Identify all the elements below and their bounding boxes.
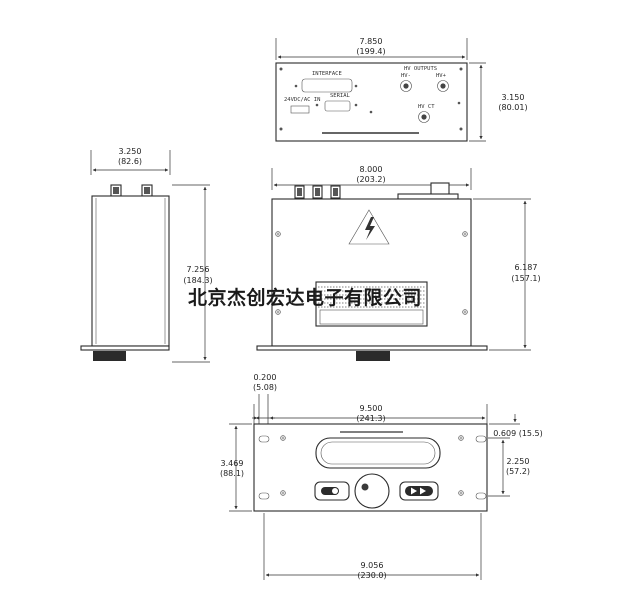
mounting-slot bbox=[475, 435, 487, 443]
knob-indicator bbox=[361, 483, 369, 491]
mounting-slot bbox=[475, 492, 487, 500]
side-body bbox=[91, 195, 170, 347]
top-height-mm: (80.01) bbox=[498, 103, 527, 112]
chevron-right-icon bbox=[420, 487, 426, 495]
screw-dot bbox=[354, 84, 358, 88]
interface-label: INTERFACE bbox=[312, 71, 342, 77]
side-base-plate bbox=[80, 345, 170, 351]
side-height-in: 7.256 bbox=[187, 265, 210, 274]
screw-dot bbox=[294, 84, 298, 88]
chevron-right-icon bbox=[411, 487, 417, 495]
top-view: 7.850 (199.4) INTERFACE HV OUTPUTS HV- H… bbox=[275, 37, 528, 142]
front-height-mm: (157.1) bbox=[511, 274, 540, 283]
hv-ct-label: HV CT bbox=[418, 104, 435, 110]
hv-plus-connector-icon bbox=[440, 83, 446, 89]
edge-offset: 0.609 (15.5) bbox=[493, 429, 543, 438]
lightning-bolt-icon bbox=[365, 217, 375, 240]
hv-plus-label: HV+ bbox=[436, 73, 447, 79]
hv-ct-connector-icon bbox=[418, 111, 430, 123]
hv-plus-connector-icon bbox=[437, 80, 449, 92]
front-width-in: 8.000 bbox=[360, 165, 383, 174]
front-base-plate bbox=[256, 345, 488, 351]
hv-minus-connector-icon bbox=[400, 80, 412, 92]
slot-width-mm: (5.08) bbox=[253, 383, 277, 392]
display-window bbox=[315, 437, 441, 469]
serial-connector bbox=[324, 100, 351, 112]
top-width-in: 7.850 bbox=[360, 37, 383, 46]
panel-view: 0.200 (5.08) 9.500 (241.3) bbox=[220, 373, 543, 580]
hole-width-mm: (230.0) bbox=[357, 571, 386, 580]
top-height-in: 3.150 bbox=[502, 93, 525, 102]
screw-dot bbox=[459, 67, 463, 71]
panel-height-in: 3.469 bbox=[221, 459, 244, 468]
display-window-inner bbox=[320, 441, 436, 465]
interface-connector bbox=[301, 78, 353, 93]
connector-icon bbox=[315, 188, 320, 196]
power-in-label: 24VDC/AC IN bbox=[284, 97, 320, 103]
high-voltage-warning-icon bbox=[348, 209, 390, 245]
top-width-mm: (199.4) bbox=[356, 47, 385, 56]
screw-dot bbox=[369, 110, 373, 114]
panel-width-mm: (241.3) bbox=[356, 414, 385, 423]
front-height-in: 6.187 bbox=[515, 263, 538, 272]
switch-right-rocker bbox=[405, 486, 433, 496]
panel-width-in: 9.500 bbox=[360, 404, 383, 413]
vent-grille bbox=[315, 281, 428, 327]
screw-dot bbox=[459, 127, 463, 131]
knob-icon bbox=[93, 351, 126, 361]
watermark-text: 北京杰创宏达电子有限公司 bbox=[188, 286, 422, 309]
rear-panel bbox=[275, 62, 468, 142]
screw-dot bbox=[279, 67, 283, 71]
hole-spacing-in: 2.250 bbox=[507, 457, 530, 466]
switch-left-knob bbox=[332, 488, 338, 494]
connector-icon bbox=[113, 187, 119, 194]
serial-label: SERIAL bbox=[330, 93, 351, 99]
knob-icon bbox=[356, 351, 390, 361]
vent-panel-inner bbox=[319, 309, 424, 325]
screw-icon bbox=[280, 435, 464, 496]
hv-ct-connector-icon bbox=[421, 114, 427, 120]
screw-dot bbox=[279, 127, 283, 131]
mounting-slot bbox=[258, 435, 270, 443]
hv-outputs-label: HV OUTPUTS bbox=[404, 66, 437, 72]
side-width-in: 3.250 bbox=[119, 147, 142, 156]
side-width-mm: (82.6) bbox=[118, 157, 142, 166]
hv-minus-connector-icon bbox=[403, 83, 409, 89]
side-height-mm: (184.3) bbox=[183, 276, 212, 285]
hv-minus-label: HV- bbox=[401, 73, 411, 79]
hole-spacing-mm: (57.2) bbox=[506, 467, 530, 476]
hole-width-in: 9.056 bbox=[361, 561, 384, 570]
slot-width-in: 0.200 bbox=[254, 373, 277, 382]
mounting-slot bbox=[258, 492, 270, 500]
top-rail bbox=[397, 193, 459, 200]
panel-height-mm: (88.1) bbox=[220, 469, 244, 478]
screw-dot bbox=[457, 101, 461, 105]
front-width-mm: (203.2) bbox=[356, 175, 385, 184]
side-view: 3.250 (82.6) 7.256 (184.3) bbox=[80, 147, 213, 363]
power-connector bbox=[290, 105, 310, 114]
screw-dot bbox=[354, 103, 358, 107]
main-knob[interactable] bbox=[354, 473, 390, 509]
screw-icon bbox=[275, 231, 468, 315]
connector-icon bbox=[144, 187, 150, 194]
connector-icon bbox=[297, 188, 302, 196]
connector-icon bbox=[333, 188, 338, 196]
screw-dot bbox=[315, 103, 319, 107]
front-view: 8.000 (203.2) bbox=[256, 165, 541, 361]
